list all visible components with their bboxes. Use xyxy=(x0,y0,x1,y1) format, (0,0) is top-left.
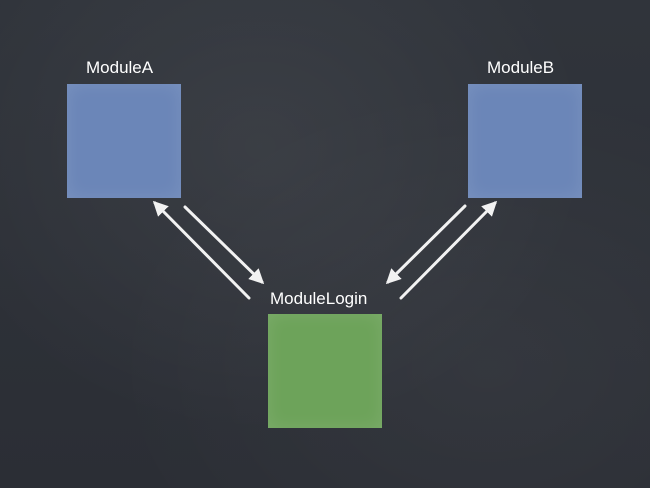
module-login-label: ModuleLogin xyxy=(270,289,368,308)
module-login-box xyxy=(268,314,382,428)
module-b-label: ModuleB xyxy=(487,58,555,77)
arrow-module-b-to-login xyxy=(385,204,467,285)
module-a-box xyxy=(67,84,181,198)
module-b-box xyxy=(468,84,582,198)
module-a-label: ModuleA xyxy=(86,58,154,77)
arrow-login-to-module-a xyxy=(152,200,251,300)
arrow-module-a-to-login xyxy=(183,205,265,285)
arrow-login-to-module-b xyxy=(399,200,498,300)
